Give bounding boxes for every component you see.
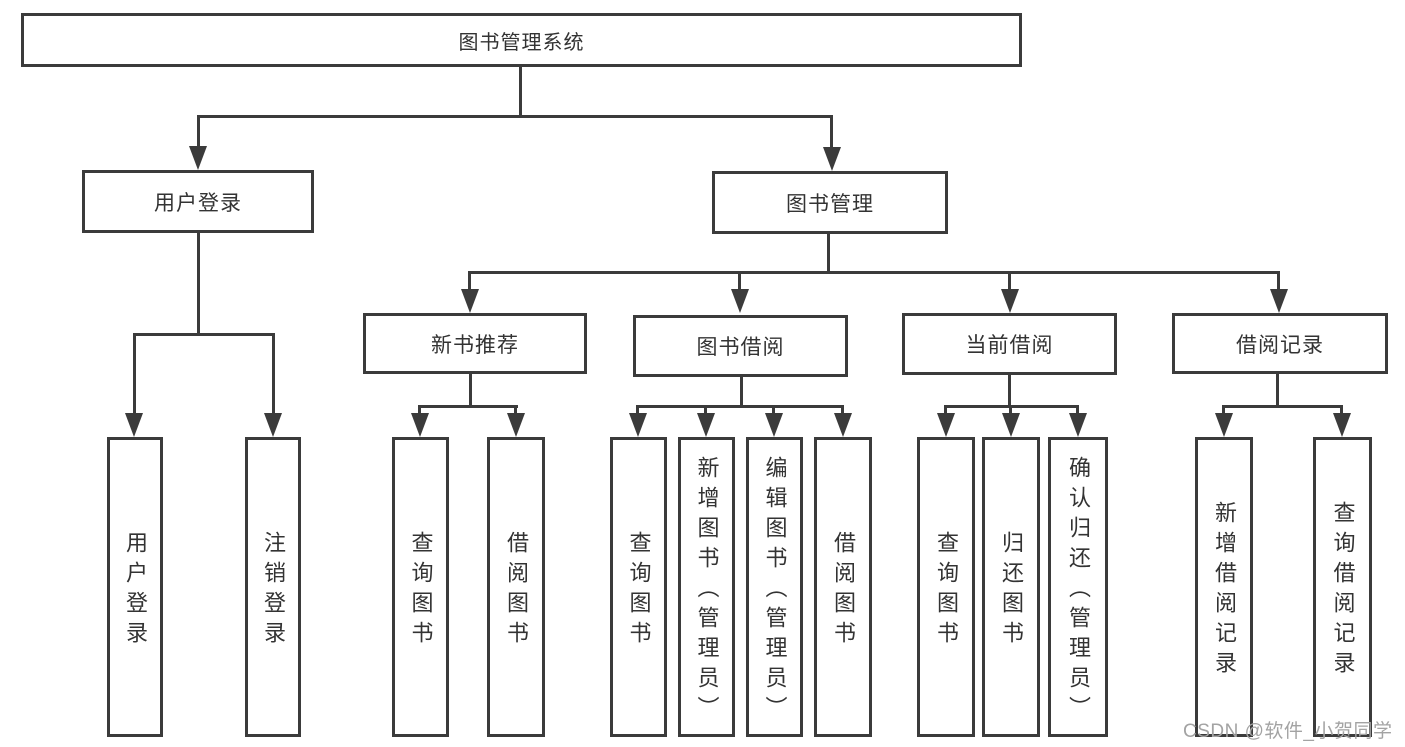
node-root: 图书管理系统 <box>21 13 1022 67</box>
leaf-record-add-borrow-record: 新增借阅记录 <box>1195 437 1253 737</box>
leaf-recommend-query-book-label: 查询图书 <box>408 531 434 651</box>
connector-line <box>841 405 844 417</box>
arrow-down-icon <box>461 289 479 313</box>
connector-line <box>1008 271 1011 293</box>
connector-line <box>830 115 833 150</box>
node-current-borrow-label: 当前借阅 <box>965 334 1054 357</box>
leaf-current-return-book-label: 归还图书 <box>999 531 1024 651</box>
node-new-book-recommend: 新书推荐 <box>363 313 587 374</box>
connector-line <box>197 233 200 336</box>
leaf-recommend-query-book: 查询图书 <box>392 437 449 737</box>
leaf-logout-label: 注销登录 <box>261 531 286 651</box>
connector-line <box>1009 405 1012 417</box>
leaf-record-query-borrow-record-label: 查询借阅记录 <box>1330 501 1356 681</box>
node-book-management-label: 图书管理 <box>786 192 874 216</box>
connector-line <box>636 405 844 408</box>
leaf-current-return-book: 归还图书 <box>982 437 1040 737</box>
connector-line <box>636 405 639 417</box>
connector-line <box>944 405 947 417</box>
node-book-management: 图书管理 <box>712 171 948 234</box>
arrow-down-icon <box>264 413 282 437</box>
connector-line <box>1222 405 1225 417</box>
leaf-borrow-edit-book-admin: 编辑图书（管理员） <box>746 437 803 737</box>
node-current-borrow: 当前借阅 <box>902 313 1117 375</box>
node-borrow-record: 借阅记录 <box>1172 313 1388 374</box>
arrow-down-icon <box>823 147 841 171</box>
watermark-text: CSDN @软件_小贺同学 <box>1183 721 1393 742</box>
connector-line <box>133 333 136 415</box>
connector-line <box>468 271 1280 274</box>
leaf-current-confirm-return-admin-label: 确认归还（管理员） <box>1066 456 1091 726</box>
leaf-record-query-borrow-record: 查询借阅记录 <box>1313 437 1372 737</box>
leaf-borrow-add-book-admin-label: 新增图书（管理员） <box>694 456 720 726</box>
connector-line <box>1340 405 1343 417</box>
connector-line <box>1276 374 1279 408</box>
leaf-recommend-borrow-book-label: 借阅图书 <box>504 531 529 651</box>
connector-line <box>133 333 275 336</box>
arrow-down-icon <box>937 413 955 437</box>
arrow-down-icon <box>629 413 647 437</box>
connector-line <box>704 405 707 417</box>
connector-line <box>772 405 775 417</box>
connector-line <box>468 271 471 293</box>
arrow-down-icon <box>834 413 852 437</box>
leaf-borrow-add-book-admin: 新增图书（管理员） <box>678 437 735 737</box>
leaf-user-login: 用户登录 <box>107 437 163 737</box>
node-borrow-record-label: 借阅记录 <box>1236 333 1324 357</box>
leaf-current-confirm-return-admin: 确认归还（管理员） <box>1048 437 1108 737</box>
arrow-down-icon <box>765 413 783 437</box>
connector-line <box>197 115 833 118</box>
connector-line <box>272 333 275 415</box>
connector-line <box>197 115 200 149</box>
leaf-logout: 注销登录 <box>245 437 301 737</box>
leaf-current-query-book: 查询图书 <box>917 437 975 737</box>
leaf-record-add-borrow-record-label: 新增借阅记录 <box>1212 501 1237 681</box>
node-new-book-recommend-label: 新书推荐 <box>431 333 519 357</box>
connector-line <box>418 405 421 417</box>
connector-line <box>469 374 472 408</box>
arrow-down-icon <box>731 289 749 313</box>
connector-line <box>827 234 830 274</box>
connector-line <box>514 405 517 417</box>
connector-line <box>1277 271 1280 293</box>
leaf-user-login-label: 用户登录 <box>123 531 148 651</box>
node-user-login: 用户登录 <box>82 170 314 233</box>
arrow-down-icon <box>1270 289 1288 313</box>
node-book-borrow: 图书借阅 <box>633 315 848 377</box>
connector-line <box>1008 375 1011 408</box>
node-user-login-label: 用户登录 <box>154 191 242 215</box>
arrow-down-icon <box>1069 413 1087 437</box>
leaf-borrow-borrow-book: 借阅图书 <box>814 437 872 737</box>
connector-line <box>738 271 741 293</box>
node-book-borrow-label: 图书借阅 <box>696 336 785 359</box>
leaf-recommend-borrow-book: 借阅图书 <box>487 437 545 737</box>
arrow-down-icon <box>1333 413 1351 437</box>
arrow-down-icon <box>697 413 715 437</box>
connector-line <box>519 67 522 118</box>
arrow-down-icon <box>411 413 429 437</box>
connector-line <box>740 377 743 408</box>
node-root-label: 图书管理系统 <box>458 31 585 54</box>
arrow-down-icon <box>507 413 525 437</box>
arrow-down-icon <box>189 146 207 170</box>
connector-line <box>1076 405 1079 417</box>
leaf-borrow-query-book: 查询图书 <box>610 437 667 737</box>
arrow-down-icon <box>125 413 143 437</box>
leaf-borrow-borrow-book-label: 借阅图书 <box>831 531 856 651</box>
connector-line <box>1222 405 1343 408</box>
connector-line <box>418 405 518 408</box>
arrow-down-icon <box>1001 289 1019 313</box>
arrow-down-icon <box>1215 413 1233 437</box>
leaf-borrow-query-book-label: 查询图书 <box>626 531 652 651</box>
leaf-current-query-book-label: 查询图书 <box>934 531 959 651</box>
arrow-down-icon <box>1002 413 1020 437</box>
leaf-borrow-edit-book-admin-label: 编辑图书（管理员） <box>762 456 788 726</box>
